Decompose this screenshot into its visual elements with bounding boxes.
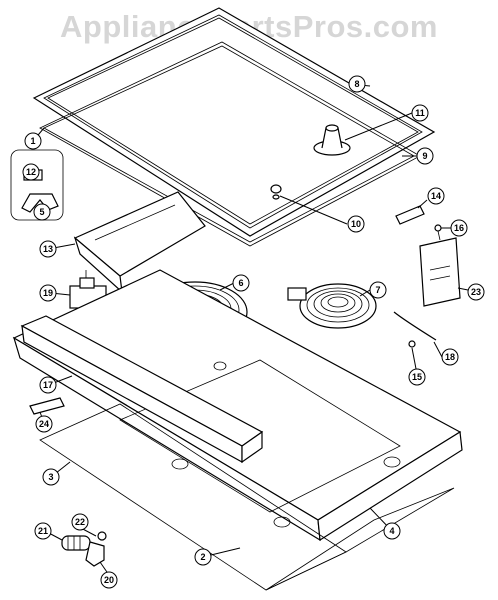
control-box (419, 237, 461, 307)
callout-12: 12 (22, 163, 40, 181)
callout-13: 13 (39, 240, 57, 258)
front-rail (20, 315, 264, 464)
wire-harness (393, 311, 437, 341)
callout-7: 7 (369, 281, 387, 299)
svg-text:8: 8 (354, 79, 359, 89)
callout-14: 14 (427, 187, 445, 205)
svg-text:2: 2 (200, 552, 205, 562)
callout-8: 8 (348, 75, 366, 93)
callout-17: 17 (39, 376, 57, 394)
callout-1: 1 (24, 132, 42, 150)
svg-text:5: 5 (39, 207, 44, 217)
svg-text:23: 23 (471, 287, 481, 297)
svg-text:12: 12 (26, 167, 36, 177)
callout-10: 10 (347, 215, 365, 233)
callout-24: 24 (35, 415, 53, 433)
callout-3: 3 (42, 468, 60, 486)
svg-text:10: 10 (351, 219, 361, 229)
svg-text:20: 20 (104, 575, 114, 585)
control-knob (313, 124, 351, 156)
callout-11: 11 (411, 104, 429, 122)
callout-20: 20 (100, 571, 118, 589)
heat-shield (265, 487, 455, 591)
svg-text:22: 22 (75, 517, 85, 527)
control-bracket (73, 191, 206, 294)
svg-text:9: 9 (422, 151, 427, 161)
callout-22: 22 (71, 513, 89, 531)
callout-23: 23 (467, 283, 485, 301)
callout-16: 16 (450, 219, 468, 237)
terminal-block (395, 205, 425, 225)
cooktop-frame (32, 7, 436, 237)
power-cord-strain-relief (61, 531, 107, 567)
callout-19: 19 (39, 284, 57, 302)
callout-6: 6 (232, 274, 250, 292)
svg-text:3: 3 (48, 472, 53, 482)
callout-5: 5 (33, 203, 51, 221)
callout-18: 18 (441, 348, 459, 366)
svg-text:21: 21 (38, 526, 48, 536)
svg-text:7: 7 (375, 285, 380, 295)
wire-clip (408, 340, 416, 348)
small-surface-element (287, 283, 377, 329)
svg-text:6: 6 (238, 278, 243, 288)
svg-text:11: 11 (415, 108, 425, 118)
svg-text:19: 19 (43, 288, 53, 298)
callout-21: 21 (34, 522, 52, 540)
callout-9: 9 (416, 147, 434, 165)
screw (434, 224, 442, 241)
svg-text:4: 4 (389, 526, 394, 536)
trim-bar (29, 397, 65, 415)
indicator-light (270, 184, 282, 200)
callout-15: 15 (408, 368, 426, 386)
callout-2: 2 (194, 548, 212, 566)
svg-text:1: 1 (30, 136, 35, 146)
callout-4: 4 (383, 522, 401, 540)
svg-text:16: 16 (454, 223, 464, 233)
cooktop-chassis (12, 269, 463, 542)
svg-text:24: 24 (39, 419, 49, 429)
svg-text:18: 18 (445, 352, 455, 362)
leader-lines (32, 83, 469, 576)
svg-text:13: 13 (43, 244, 53, 254)
svg-text:15: 15 (412, 372, 422, 382)
glass-top (47, 17, 419, 225)
svg-text:14: 14 (431, 191, 441, 201)
svg-text:17: 17 (43, 380, 53, 390)
